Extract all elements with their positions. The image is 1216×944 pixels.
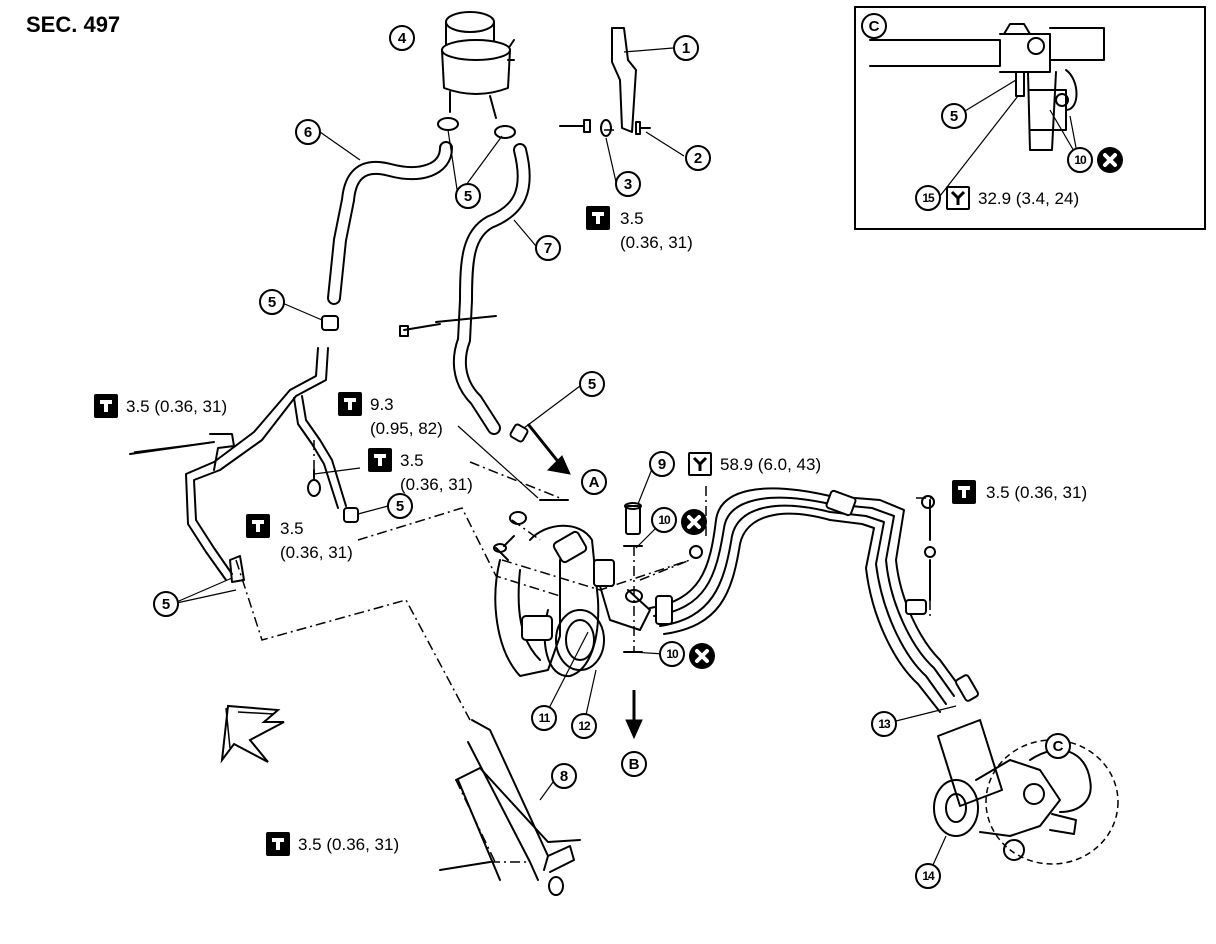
front-arrow-icon [220, 704, 285, 764]
do-not-reuse-icon [1097, 147, 1123, 173]
callout-3: 3 [615, 171, 641, 197]
torque-left-lower-units: (0.36, 31) [280, 543, 353, 562]
detail-view-c [854, 6, 1206, 230]
callout-10-detail: 10 [1067, 147, 1093, 173]
torque-left-lower-value: 3.5 [280, 519, 304, 538]
callout-15: 15 [915, 185, 941, 211]
torque-wrench-icon [266, 832, 290, 856]
reservoir-bracket [559, 27, 651, 137]
callout-5-detail: 5 [941, 103, 967, 129]
callout-10-upper: 10 [651, 507, 677, 533]
callout-5-hose-clamp: 5 [579, 371, 605, 397]
torque-right-bracket: 3.5 (0.36, 31) [986, 483, 1088, 502]
callout-5-center-clamp: 5 [387, 493, 413, 519]
torque-left-bracket: 3.5 (0.36, 31) [126, 397, 228, 416]
callout-7: 7 [535, 235, 561, 261]
torque-wrench-icon [94, 394, 118, 418]
reference-c: C [1045, 733, 1071, 759]
open-wrench-icon [946, 186, 970, 210]
torque-center-bolt-value: 9.3 [370, 395, 394, 414]
torque-bottom-bolt: 3.5 (0.36, 31) [298, 835, 400, 854]
callout-5-left-lower: 5 [153, 591, 179, 617]
callout-4: 4 [389, 25, 415, 51]
torque-clip-value: 3.5 [620, 209, 644, 228]
callout-14: 14 [915, 863, 941, 889]
torque-wrench-icon [952, 480, 976, 504]
callout-2: 2 [685, 145, 711, 171]
torque-wrench-icon [368, 448, 392, 472]
torque-wrench-icon [586, 206, 610, 230]
torque-center-clamp-units: (0.36, 31) [400, 475, 473, 494]
torque-detail-c: 32.9 (3.4, 24) [978, 189, 1080, 208]
callout-12: 12 [571, 713, 597, 739]
callout-9: 9 [649, 451, 675, 477]
reservoir-tank [437, 11, 516, 139]
section-title: SEC. 497 [26, 12, 121, 37]
callout-10-lower: 10 [659, 641, 685, 667]
callout-11: 11 [531, 705, 557, 731]
callout-5-left-clamp: 5 [259, 289, 285, 315]
torque-center-clamp-value: 3.5 [400, 451, 424, 470]
callout-13: 13 [871, 711, 897, 737]
torque-center-bolt-units: (0.95, 82) [370, 419, 443, 438]
callout-8: 8 [551, 763, 577, 789]
detail-view-label: C [861, 13, 887, 39]
callout-5-reservoir: 5 [455, 183, 481, 209]
torque-union-bolt: 58.9 (6.0, 43) [720, 455, 822, 474]
torque-clip-units: (0.36, 31) [620, 233, 693, 252]
callout-1: 1 [673, 35, 699, 61]
torque-wrench-icon [246, 514, 270, 538]
do-not-reuse-icon [681, 509, 707, 535]
reference-b: B [621, 751, 647, 777]
do-not-reuse-icon [689, 643, 715, 669]
callout-6: 6 [295, 119, 321, 145]
torque-wrench-icon [338, 392, 362, 416]
reference-a: A [581, 469, 607, 495]
open-wrench-icon [688, 452, 712, 476]
